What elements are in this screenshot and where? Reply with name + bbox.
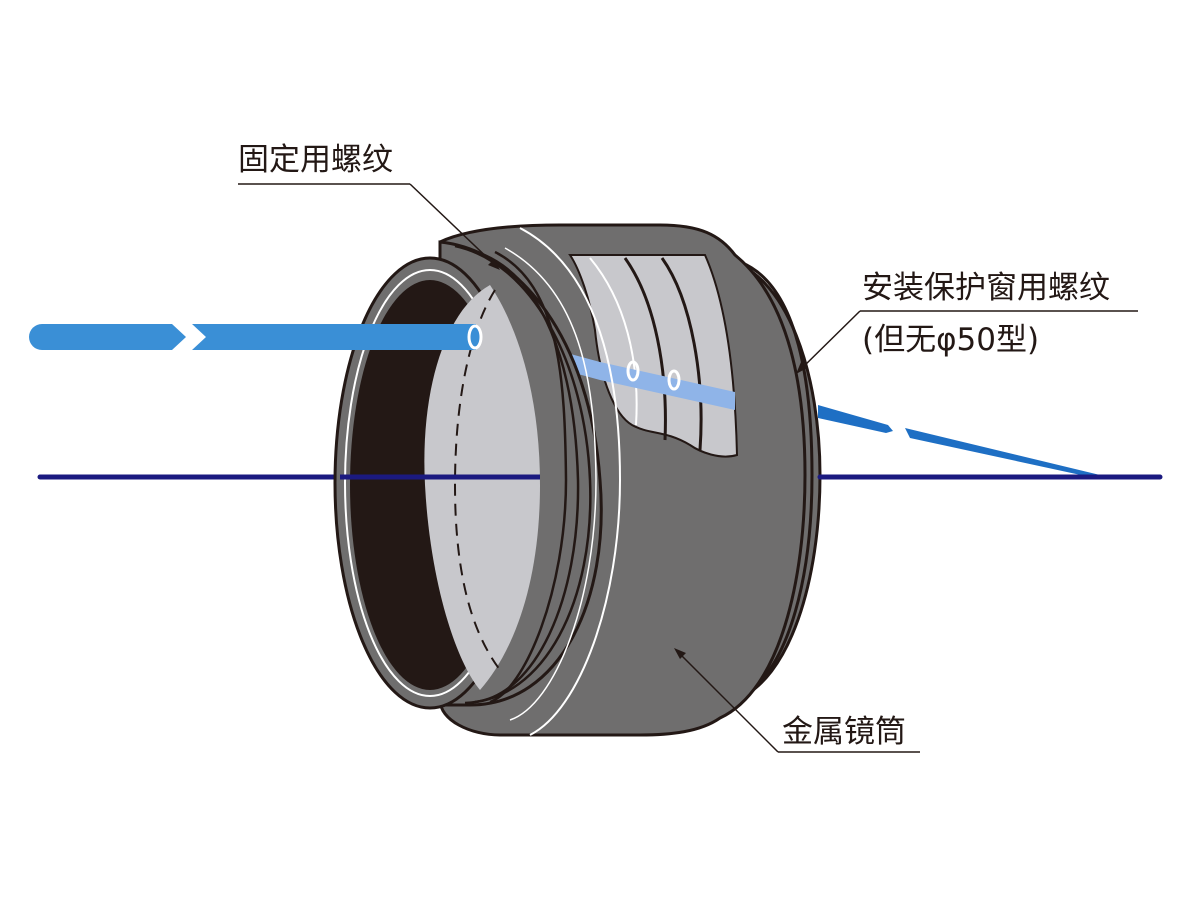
callout-protective-window-thread: 安装保护窗用螺纹 (但无φ50型) (796, 270, 1138, 374)
front-opening (333, 256, 540, 710)
arrowhead-icon (488, 259, 500, 270)
arrowhead-icon (674, 648, 686, 659)
beam-entry-point-icon (467, 324, 483, 350)
callout-fixing-thread: 固定用螺纹 (238, 142, 500, 270)
label-metal-barrel: 金属镜筒 (782, 714, 906, 750)
label-protective-window-thread: 安装保护窗用螺纹 (862, 270, 1110, 306)
incoming-light-beam (29, 324, 681, 391)
beam-point-icon (667, 369, 681, 391)
outgoing-light-beam (818, 405, 1100, 477)
arrowhead-icon (796, 362, 807, 374)
cutaway-window (568, 254, 739, 458)
label-fixing-thread: 固定用螺纹 (238, 142, 393, 178)
callout-metal-barrel: 金属镜筒 (674, 648, 920, 753)
label-protective-window-thread-note: (但无φ50型) (862, 322, 1039, 358)
beam-point-icon (626, 360, 640, 382)
